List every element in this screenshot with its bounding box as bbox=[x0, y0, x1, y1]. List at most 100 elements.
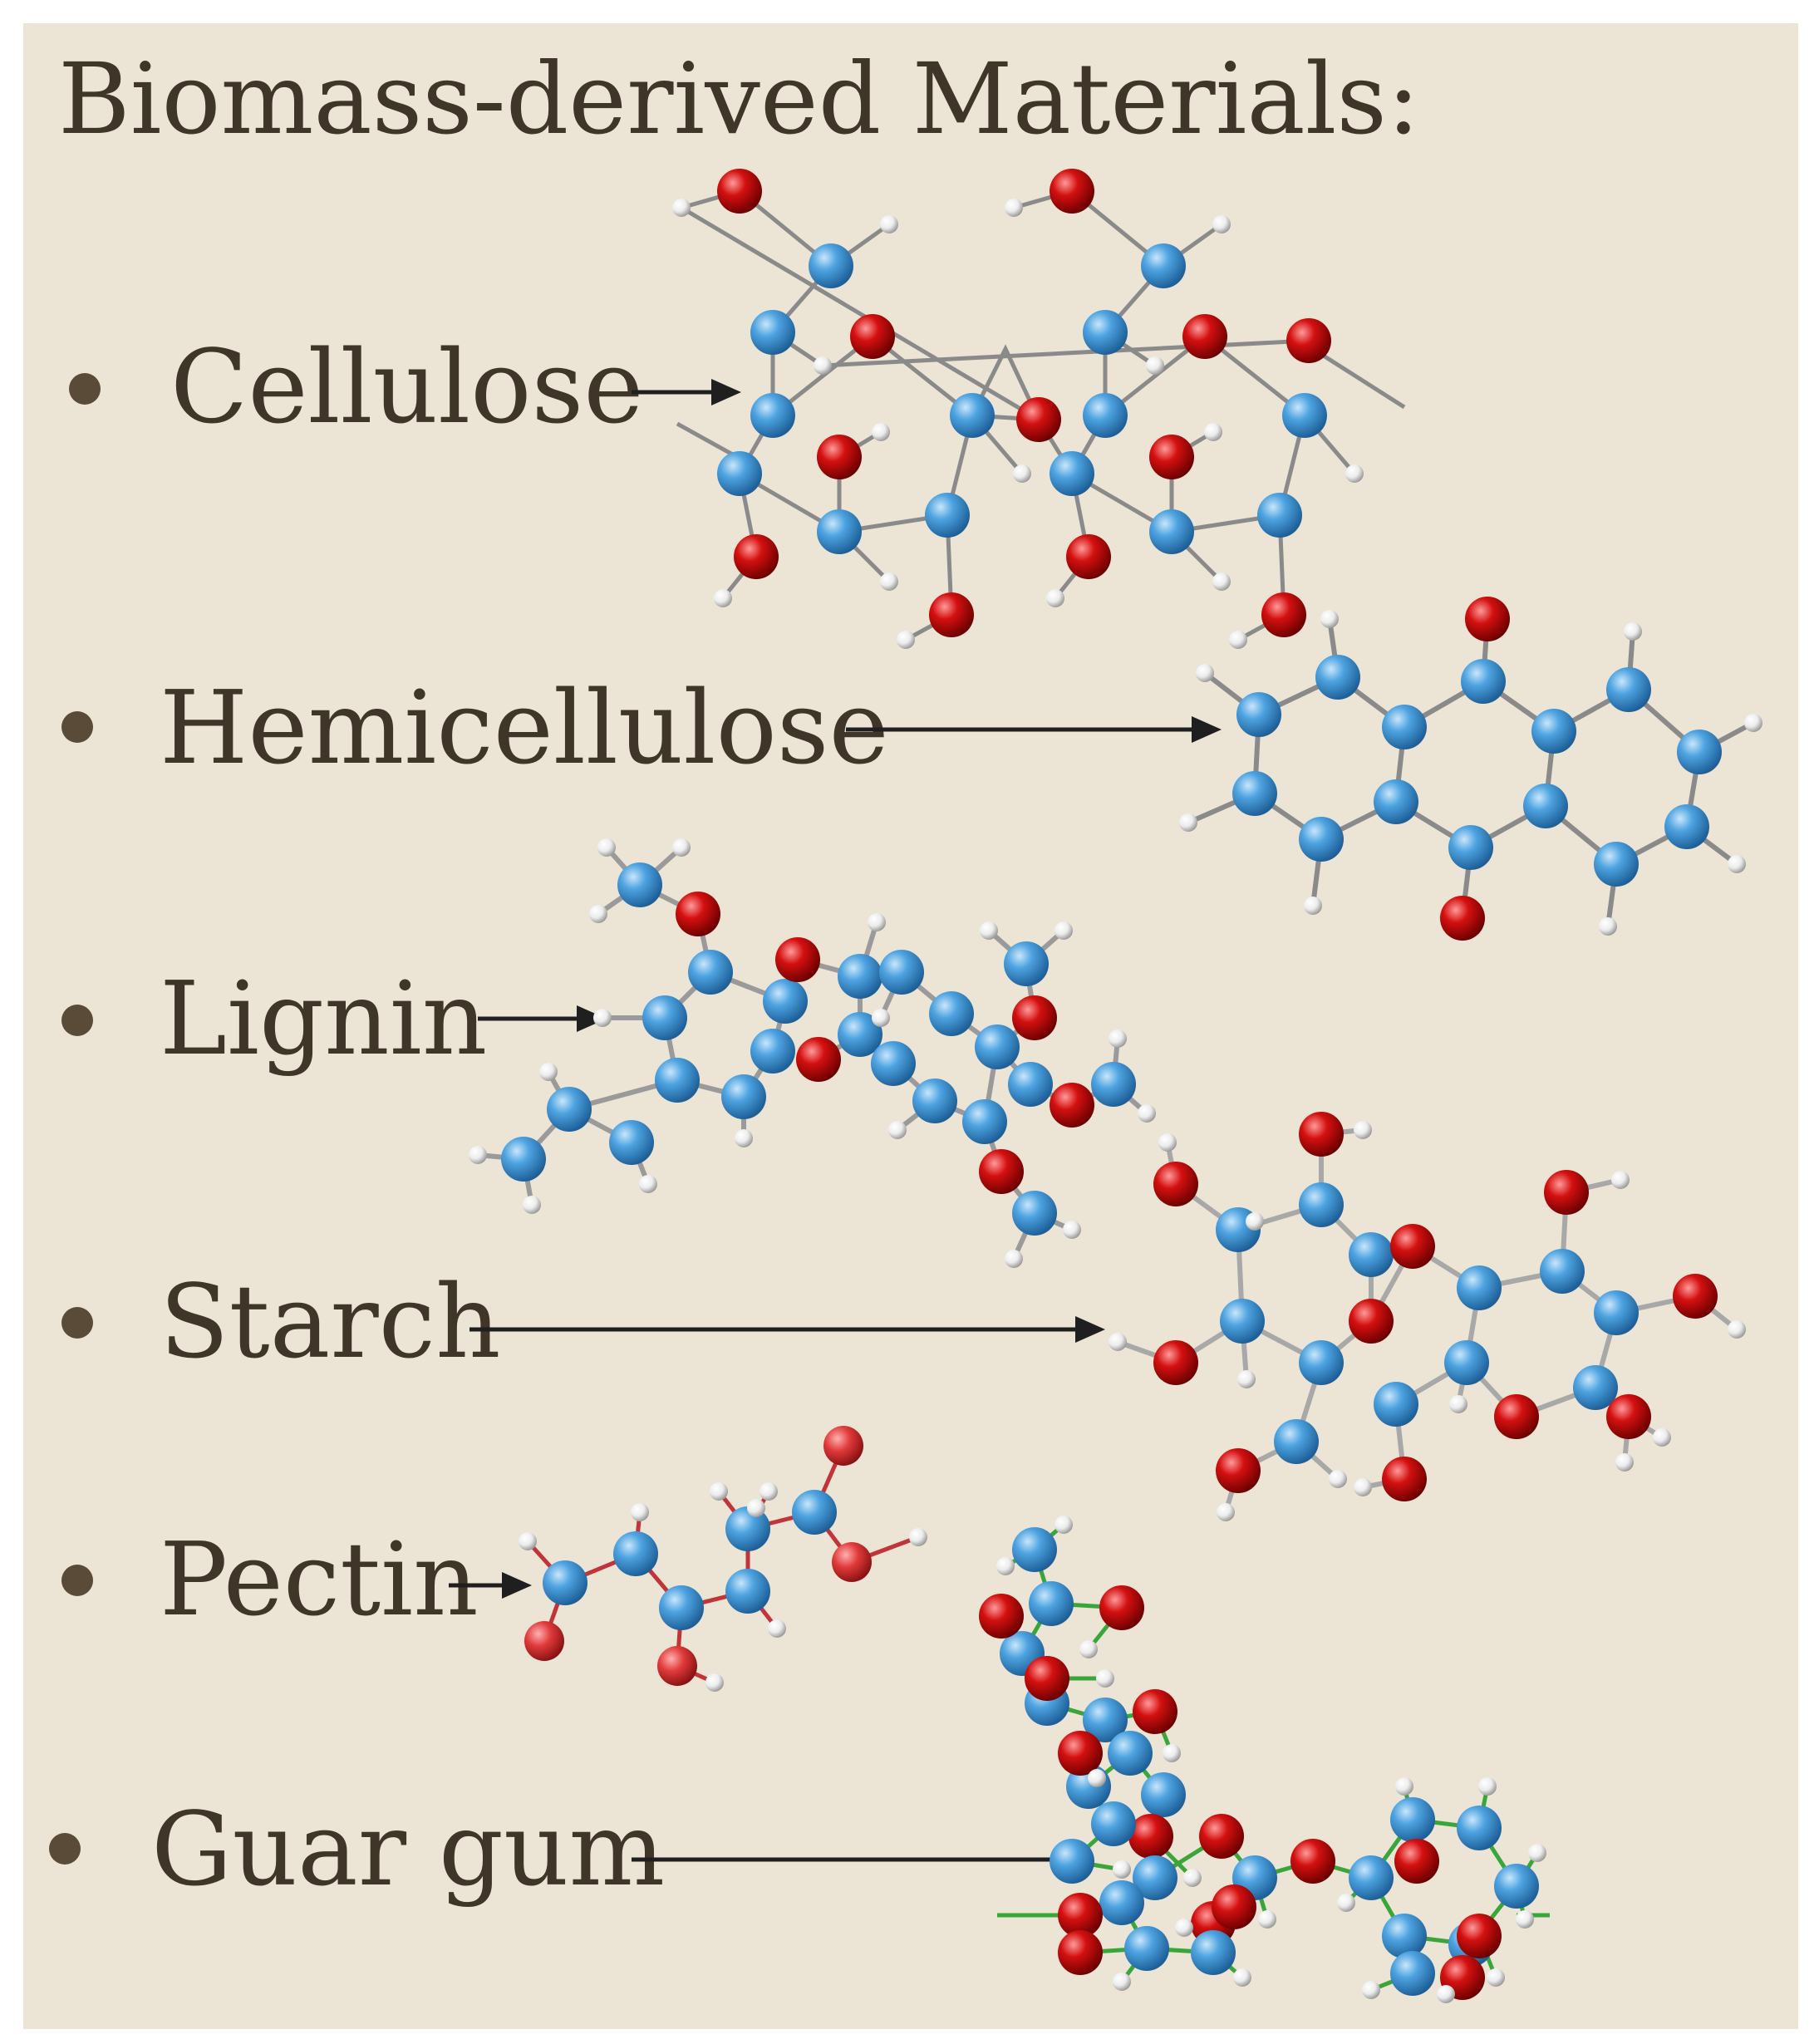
hydrogen-atom bbox=[589, 905, 607, 923]
carbon-atom bbox=[1461, 659, 1506, 704]
hydrogen-atom bbox=[1158, 1133, 1177, 1152]
oxygen-atom bbox=[850, 314, 895, 359]
carbon-atom bbox=[1523, 784, 1568, 828]
hydrogen-atom bbox=[469, 1146, 487, 1164]
carbon-atom bbox=[1108, 1731, 1153, 1776]
carbon-atom bbox=[609, 1120, 654, 1165]
bullet-hemicellulose bbox=[61, 711, 93, 743]
oxygen-atom bbox=[1390, 1224, 1435, 1269]
hydrogen-atom bbox=[523, 1196, 541, 1214]
hydrogen-atom bbox=[1354, 1121, 1372, 1139]
carbon-atom bbox=[1083, 1698, 1128, 1742]
oxygen-atom bbox=[979, 1594, 1024, 1639]
carbon-atom bbox=[750, 1029, 795, 1074]
hydrogen-atom bbox=[1653, 1428, 1671, 1447]
arrow-hemicellulose bbox=[846, 716, 1222, 743]
hydrogen-atom bbox=[1599, 917, 1617, 936]
carbon-atom bbox=[642, 995, 687, 1040]
hydrogen-atom bbox=[1054, 1516, 1073, 1534]
carbon-atom bbox=[809, 243, 853, 288]
carbon-atom bbox=[1012, 1527, 1057, 1572]
oxygen-atom bbox=[676, 892, 720, 936]
label-lignin: Lignin bbox=[160, 960, 488, 1078]
oxygen-atom bbox=[832, 1542, 872, 1582]
oxygen-atom bbox=[524, 1621, 564, 1661]
carbon-atom bbox=[688, 950, 733, 995]
arrow-cellulose bbox=[632, 379, 741, 405]
hydrogen-atom bbox=[1611, 1171, 1630, 1189]
carbon-atom bbox=[1099, 1880, 1144, 1925]
carbon-atom bbox=[750, 310, 795, 355]
carbon-atom bbox=[1141, 243, 1186, 288]
carbon-atom bbox=[655, 1058, 700, 1103]
carbon-atom bbox=[1677, 730, 1722, 774]
hydrogen-atom bbox=[1179, 813, 1197, 832]
carbon-atom bbox=[659, 1585, 704, 1630]
oxygen-atom bbox=[1066, 534, 1111, 579]
hydrogen-atom bbox=[880, 572, 898, 591]
oxygen-atom bbox=[1349, 1299, 1394, 1344]
hydrogen-atom bbox=[897, 631, 915, 649]
hydrogen-atom bbox=[909, 1528, 927, 1546]
hydrogen-atom bbox=[1005, 1250, 1023, 1268]
carbon-atom bbox=[1236, 692, 1281, 737]
hydrogen-atom bbox=[747, 1499, 765, 1517]
hydrogen-atom bbox=[1217, 1503, 1235, 1521]
hydrogen-atom bbox=[1528, 1844, 1546, 1862]
hydrogen-atom bbox=[1258, 1910, 1276, 1929]
hydrogen-atom bbox=[1615, 1453, 1634, 1472]
hydrogen-atom bbox=[672, 838, 691, 857]
hydrogen-atom bbox=[996, 1557, 1015, 1575]
hydrogen-atom bbox=[1054, 921, 1073, 940]
bond bbox=[679, 205, 1041, 422]
oxygen-atom bbox=[1058, 1930, 1103, 1975]
oxygen-atom bbox=[1133, 1689, 1177, 1734]
hydrogen-atom bbox=[714, 589, 732, 607]
hemicellulose-molecule bbox=[1179, 597, 1762, 941]
oxygen-atom bbox=[734, 534, 779, 579]
hydrogen-atom bbox=[872, 423, 890, 441]
oxygen-atom bbox=[1494, 1394, 1539, 1439]
carbon-atom bbox=[792, 1490, 837, 1535]
hydrogen-atom bbox=[597, 838, 616, 857]
hydrogen-atom bbox=[1096, 1669, 1114, 1688]
hydrogen-atom bbox=[1246, 1212, 1264, 1231]
oxygen-atom bbox=[1058, 1893, 1103, 1938]
carbon-atom bbox=[1091, 1801, 1136, 1846]
hydrogen-atom bbox=[1175, 1919, 1193, 1937]
hydrogen-atom bbox=[1063, 1221, 1081, 1239]
hydrogen-atom bbox=[868, 913, 886, 931]
hydrogen-atom bbox=[639, 1175, 657, 1193]
carbon-atom bbox=[721, 1074, 766, 1119]
carbon-atom bbox=[1012, 1191, 1057, 1236]
hydrogen-atom bbox=[1624, 622, 1642, 641]
hydrogen-atom bbox=[1113, 1860, 1131, 1879]
oxygen-atom bbox=[1025, 1656, 1069, 1701]
oxygen-atom bbox=[1128, 1814, 1173, 1859]
oxygen-atom bbox=[817, 435, 862, 479]
carbon-atom bbox=[1124, 1926, 1169, 1971]
hydrogen-atom bbox=[1196, 664, 1214, 682]
carbon-atom bbox=[950, 393, 995, 438]
carbon-atom bbox=[1274, 1419, 1319, 1464]
carbon-atom bbox=[1594, 1290, 1639, 1335]
carbon-atom bbox=[838, 954, 882, 999]
bullet-cellulose bbox=[69, 373, 101, 405]
hydrogen-atom bbox=[705, 1673, 724, 1692]
hydrogen-atom bbox=[1320, 610, 1339, 628]
hydrogen-atom bbox=[1046, 589, 1064, 607]
hydrogen-atom bbox=[631, 1503, 649, 1521]
carbon-atom bbox=[879, 950, 924, 995]
carbon-atom bbox=[1315, 655, 1360, 700]
carbon-atom bbox=[1050, 451, 1094, 496]
hydrogen-atom bbox=[735, 1129, 753, 1147]
carbon-atom bbox=[1008, 1062, 1053, 1107]
carbon-atom bbox=[1390, 1797, 1435, 1842]
carbon-atom bbox=[1382, 1914, 1427, 1958]
hydrogen-atom bbox=[1437, 1985, 1455, 2003]
carbon-atom bbox=[1257, 493, 1302, 538]
carbon-atom bbox=[1374, 1382, 1418, 1427]
hydrogen-atom bbox=[1362, 1981, 1380, 1999]
hydrogen-atom bbox=[710, 1482, 728, 1501]
oxygen-atom bbox=[717, 169, 762, 214]
